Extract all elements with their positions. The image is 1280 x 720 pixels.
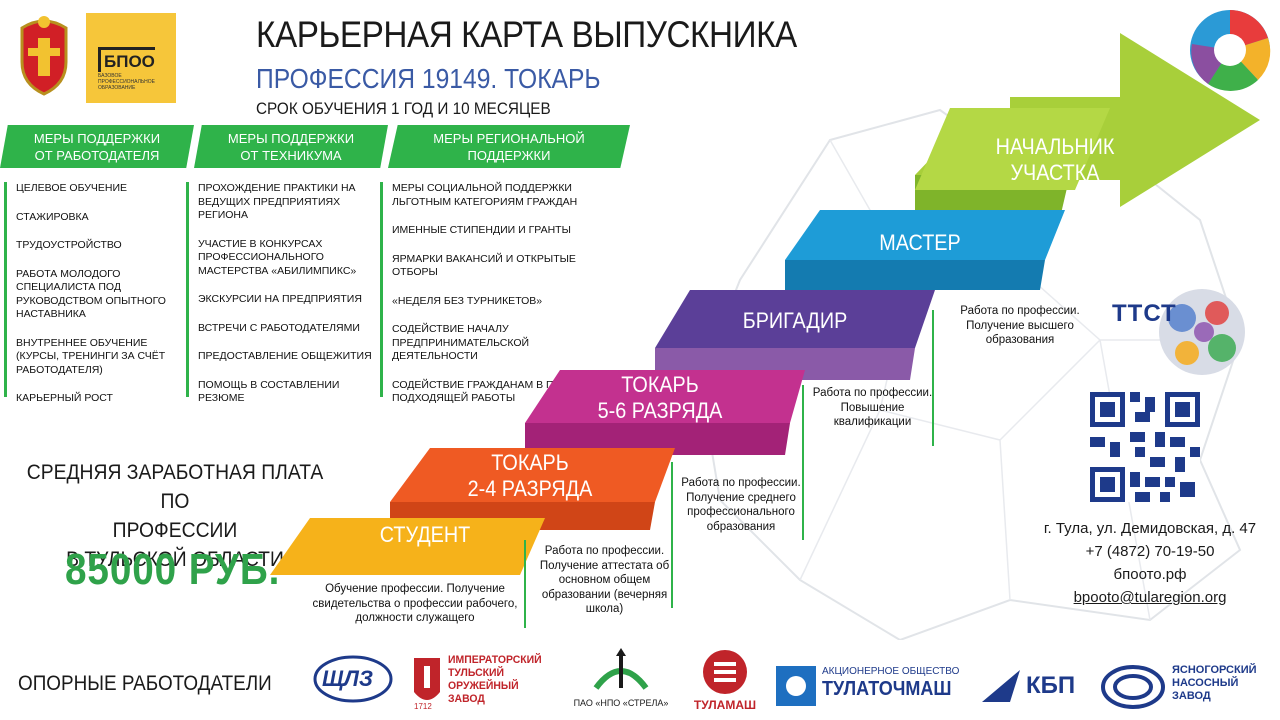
study-duration: СРОК ОБУЧЕНИЯ 1 ГОД И 10 МЕСЯЦЕВ	[256, 99, 551, 118]
list-item: ПОМОЩЬ В СОСТАВЛЕНИИ РЕЗЮМЕ	[198, 378, 340, 405]
employer-logo-yasnogorsk: ЯСНОГОРСКИЙ НАСОСНЫЙ ЗАВОД	[1100, 660, 1275, 714]
employer-logo-kbp: КБП	[980, 664, 1085, 708]
support-list-region: МЕРЫ СОЦИАЛЬНОЙ ПОДДЕРЖКИ ЛЬГОТНЫМ КАТЕГ…	[380, 182, 612, 404]
step-3-face	[525, 370, 805, 423]
website-link[interactable]: бпоото.рф	[1113, 566, 1187, 583]
support-header-college: МЕРЫ ПОДДЕРЖКИ ОТ ТЕХНИКУМА	[194, 125, 388, 168]
bpoo-logo: БПОО БАЗОВОЕ ПРОФЕССИОНАЛЬНОЕ ОБРАЗОВАНИ…	[86, 13, 176, 103]
support-list-college: ПРОХОЖДЕНИЕ ПРАКТИКИ НА ВЕДУЩИХ ПРЕДПРИЯ…	[186, 182, 378, 404]
list-item: ВСТРЕЧИ С РАБОТОДАТЕЛЯМИ	[198, 321, 360, 334]
step-3-riser	[525, 423, 790, 455]
step-1-face	[270, 518, 545, 575]
employer-logo-tula-arms: 1712 ИМПЕРАТОРСКИЙ ТУЛЬСКИЙ ОРУЖЕЙНЫЙ ЗА…	[414, 654, 542, 711]
list-item: СОДЕЙСТВИЕ НАЧАЛУ ПРЕДПРИНИМАТЕЛЬСКОЙ ДЕ…	[392, 323, 530, 362]
step-turner-2-4-note: Работа по профессии. Получение аттестата…	[539, 545, 670, 615]
step-turner-5-6-title: ТОКАРЬ 5-6 РАЗРЯДА	[597, 372, 723, 423]
support-header-region: МЕРЫ РЕГИОНАЛЬНОЙ ПОДДЕРЖКИ	[388, 125, 630, 168]
bpoo-logo-subtext: БАЗОВОЕ ПРОФЕССИОНАЛЬНОЕ ОБРАЗОВАНИЕ	[98, 73, 156, 91]
qr-code[interactable]	[1090, 392, 1200, 502]
bpoo-logo-text: БПОО	[98, 47, 155, 72]
list-item: СТАЖИРОВКА	[16, 210, 89, 223]
phone[interactable]: +7 (4872) 70-19-50	[1085, 543, 1215, 560]
list-item: ЯРМАРКИ ВАКАНСИЙ И ОТКРЫТЫЕ ОТБОРЫ	[392, 252, 576, 279]
step-turner-5-6-note: Работа по профессии. Получение среднего …	[681, 477, 801, 533]
list-item: УЧАСТИЕ В КОНКУРСАХ ПРОФЕССИОНАЛЬНОГО МА…	[198, 237, 357, 277]
list-item: ПРЕДОСТАВЛЕНИЕ ОБЩЕЖИТИЯ	[198, 350, 372, 362]
step-master-title: МАСТЕР	[879, 230, 961, 255]
ttst-logo: ТТСТ	[1112, 288, 1247, 376]
list-item: ВНУТРЕННЕЕ ОБУЧЕНИЕ (КУРСЫ, ТРЕНИНГИ ЗА …	[16, 336, 166, 376]
list-item: МЕРЫ СОЦИАЛЬНОЙ ПОДДЕРЖКИ ЛЬГОТНЫМ КАТЕГ…	[392, 182, 578, 208]
step-5-face	[785, 210, 1065, 260]
profession-title: ПРОФЕССИЯ 19149. ТОКАРЬ	[256, 63, 601, 94]
step-4-face	[655, 290, 935, 348]
step-master-note: Работа по профессии. Получение высшего о…	[960, 305, 1080, 346]
email-link[interactable]: bpooto@tularegion.org	[1073, 589, 1227, 606]
list-item: ТРУДОУСТРОЙСТВО	[16, 239, 122, 251]
employer-logo-strela: ПАО «НПО «СТРЕЛА»	[562, 648, 680, 714]
employers-label: ОПОРНЫЕ РАБОТОДАТЕЛИ	[18, 672, 272, 695]
employer-logo-shchlz: ЩЛЗ	[312, 652, 394, 706]
list-item: ЦЕЛЕВОЕ ОБУЧЕНИЕ	[16, 182, 128, 194]
step-turner-2-4-title: ТОКАРЬ 2-4 РАЗРЯДА	[467, 450, 593, 501]
list-item: ЭКСКУРСИИ НА ПРЕДПРИЯТИЯ	[198, 293, 362, 305]
employer-logo-tulatochmash: АКЦИОНЕРНОЕ ОБЩЕСТВО ТУЛАТОЧМАШ	[776, 664, 976, 708]
step-student-title: СТУДЕНТ	[379, 522, 471, 547]
coat-of-arms-icon	[14, 14, 74, 96]
employer-logo-tulamash: ТУЛАМАШ	[680, 648, 770, 714]
step-foreman-note: Работа по профессии. Повышение квалифика…	[812, 387, 933, 428]
support-header-employer: МЕРЫ ПОДДЕРЖКИ ОТ РАБОТОДАТЕЛЯ	[0, 125, 194, 168]
support-list-employer: ЦЕЛЕВОЕ ОБУЧЕНИЕ СТАЖИРОВКА ТРУДОУСТРОЙС…	[4, 182, 192, 404]
round-logo-icon	[1188, 8, 1272, 92]
list-item: КАРЬЕРНЫЙ РОСТ	[16, 392, 113, 404]
address: г. Тула, ул. Демидовская, д. 47	[1043, 520, 1257, 537]
step-2-face	[390, 448, 675, 502]
step-6-face	[915, 108, 1110, 190]
page-title: КАРЬЕРНАЯ КАРТА ВЫПУСКНИКА	[256, 14, 797, 55]
salary-label: СРЕДНЯЯ ЗАРАБОТНАЯ ПЛАТА ПО ПРОФЕССИИ В …	[26, 461, 324, 571]
list-item: «НЕДЕЛЯ БЕЗ ТУРНИКЕТОВ»	[392, 294, 543, 307]
step-student-note: Обучение профессии. Получение свидетельс…	[312, 583, 518, 624]
step-5-riser	[785, 260, 1045, 290]
step-foreman-title: БРИГАДИР	[742, 308, 848, 333]
list-item: ПРОХОЖДЕНИЕ ПРАКТИКИ НА ВЕДУЩИХ ПРЕДПРИЯ…	[198, 182, 356, 221]
ttst-logo-text: ТТСТ	[1112, 300, 1177, 327]
list-item: РАБОТА МОЛОДОГО СПЕЦИАЛИСТА ПОД РУКОВОДС…	[16, 267, 166, 321]
step-head-title: НАЧАЛЬНИК УЧАСТКА	[995, 134, 1115, 185]
list-item: СОДЕЙСТВИЕ ГРАЖДАНАМ В ПОИСКЕ ПОДХОДЯЩЕЙ…	[392, 378, 591, 405]
salary-value: 85000 РУБ.	[65, 545, 281, 594]
list-item: ИМЕННЫЕ СТИПЕНДИИ И ГРАНТЫ	[392, 224, 571, 236]
